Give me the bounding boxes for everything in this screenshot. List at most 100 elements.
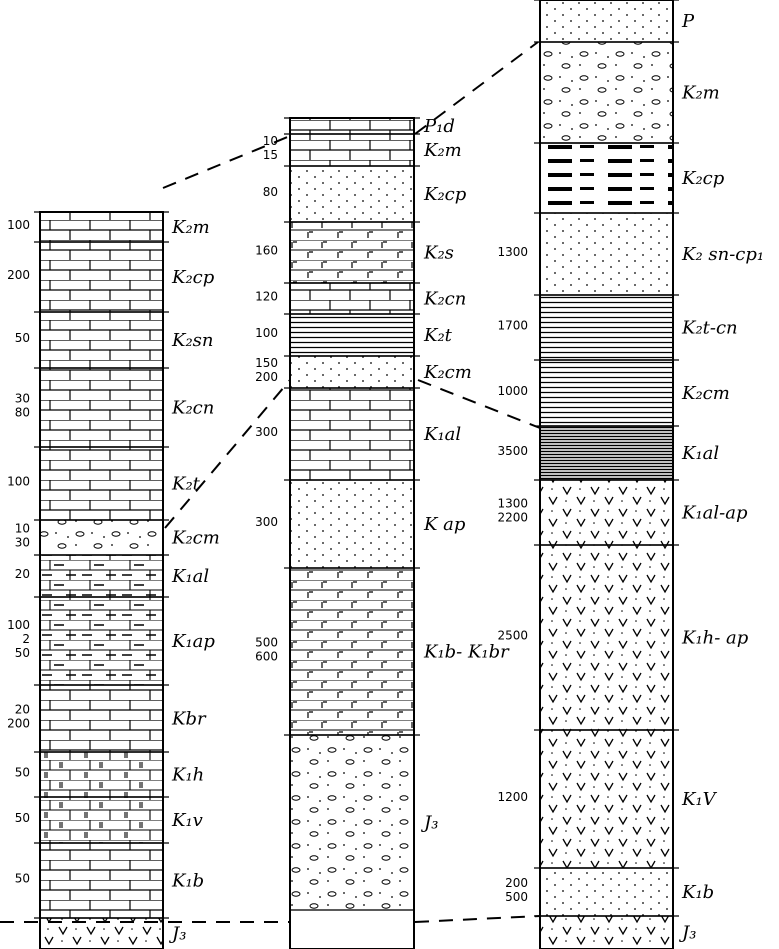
- layer-middle-10: [289, 734, 415, 911]
- layer-label: J₃: [678, 923, 696, 944]
- thickness-value: 2200: [497, 511, 528, 525]
- layer-label: K₂cm: [681, 383, 730, 404]
- column-left: [34, 211, 169, 949]
- thickness-value: 50: [15, 766, 30, 780]
- layer-left-7: [39, 596, 164, 686]
- layer-label: K₁b: [171, 871, 204, 892]
- layer-right-11: [539, 915, 674, 949]
- layer-label: K₂m: [681, 83, 720, 104]
- layer-label: P: [681, 11, 695, 32]
- layer-right-1: [539, 41, 674, 144]
- layer-label: P₁d: [423, 116, 455, 137]
- layer-label: J₃: [168, 924, 186, 945]
- thickness-value: 20: [15, 703, 30, 717]
- layer-label: K₂t: [423, 325, 453, 346]
- correlation-line-top-right: [414, 41, 539, 135]
- layer-label: K₂cm: [171, 528, 220, 549]
- layer-middle-7: [289, 387, 415, 481]
- thickness-value: 20: [15, 567, 30, 581]
- layer-label: K₁ap: [171, 631, 215, 652]
- layer-right-2: [539, 142, 674, 214]
- correlation-line-cm-right: [417, 379, 541, 429]
- layer-left-3: [39, 367, 164, 448]
- thickness-value: 50: [15, 872, 30, 886]
- thickness-value: 200: [255, 370, 278, 384]
- layer-label: K₂cm: [423, 362, 472, 383]
- thickness-value: 100: [255, 326, 278, 340]
- column-border: [539, 0, 674, 949]
- thickness-value: 300: [255, 425, 278, 439]
- layer-right-7: [539, 479, 674, 546]
- thickness-value: 150: [255, 356, 278, 370]
- column-border: [289, 117, 415, 949]
- thickness-value: 100: [7, 218, 30, 232]
- labels-layer: K₂m100K₂cp200K₂sn50K₂cn3080K₂t100K₂cm103…: [7, 11, 764, 945]
- layer-middle-0: [289, 117, 415, 135]
- layer-right-6: [539, 425, 674, 481]
- layer-label: K ap: [423, 514, 466, 535]
- layer-label: K₂cp: [681, 168, 725, 189]
- correlation-lines: [0, 41, 541, 923]
- thickness-value: 500: [255, 636, 278, 650]
- thickness-value: 200: [7, 717, 30, 731]
- layer-middle-8: [289, 479, 415, 569]
- layer-label: K₁h- ap: [681, 628, 749, 649]
- layer-label: K₂m: [423, 140, 462, 161]
- layer-left-8: [39, 684, 164, 753]
- layer-label: K₂t: [171, 474, 201, 495]
- thickness-value: 3500: [497, 444, 528, 458]
- thickness-value: 50: [15, 646, 30, 660]
- layer-label: K₂sn: [171, 330, 214, 351]
- layer-label: K₁al: [423, 424, 461, 445]
- layer-label: J₃: [420, 813, 438, 834]
- thickness-value: 300: [255, 515, 278, 529]
- column-right: [534, 0, 679, 949]
- thickness-value: 1300: [497, 497, 528, 511]
- thickness-value: 1700: [497, 319, 528, 333]
- thickness-value: 50: [15, 331, 30, 345]
- layer-label: K₂cp: [171, 267, 215, 288]
- thickness-value: 80: [263, 185, 278, 199]
- layer-right-3: [539, 212, 674, 296]
- layer-right-9: [539, 729, 674, 869]
- layer-left-10: [39, 796, 164, 844]
- thickness-value: 1200: [497, 790, 528, 804]
- layer-middle-2: [289, 165, 415, 223]
- layer-right-10: [539, 867, 674, 917]
- layer-label: K₂t-cn: [681, 318, 738, 339]
- layer-label: K₁h: [171, 765, 204, 786]
- layer-right-0: [539, 0, 674, 43]
- thickness-value: 500: [505, 890, 528, 904]
- layer-label: K₁b- K₁br: [423, 642, 510, 663]
- thickness-value: 100: [7, 475, 30, 489]
- layer-left-0: [39, 211, 164, 243]
- layer-middle-3: [289, 221, 415, 284]
- layer-left-1: [39, 241, 164, 313]
- thickness-value: 30: [15, 536, 30, 550]
- thickness-value: 200: [505, 876, 528, 890]
- thickness-value: 160: [255, 244, 278, 258]
- thickness-value: 1300: [497, 245, 528, 259]
- layer-middle-5: [289, 313, 415, 357]
- layer-middle-9: [289, 567, 415, 736]
- layer-label: K₂cn: [423, 289, 466, 310]
- layer-label: K₂cp: [423, 184, 467, 205]
- layer-middle-1: [289, 133, 415, 167]
- column-middle: [284, 117, 420, 949]
- thickness-value: 50: [15, 811, 30, 825]
- thickness-value: 10: [263, 134, 278, 148]
- layer-label: K₁al-ap: [681, 503, 748, 524]
- layer-left-9: [39, 751, 164, 798]
- thickness-value: 2500: [497, 629, 528, 643]
- thickness-value: 120: [255, 290, 278, 304]
- layer-right-8: [539, 544, 674, 731]
- thickness-value: 30: [15, 392, 30, 406]
- thickness-value: 2: [22, 632, 30, 646]
- layer-label: K₁V: [681, 789, 718, 810]
- layer-right-4: [539, 294, 674, 361]
- layer-left-11: [39, 842, 164, 919]
- layer-label: Kbr: [171, 709, 207, 730]
- thickness-value: 600: [255, 650, 278, 664]
- thickness-value: 1000: [497, 384, 528, 398]
